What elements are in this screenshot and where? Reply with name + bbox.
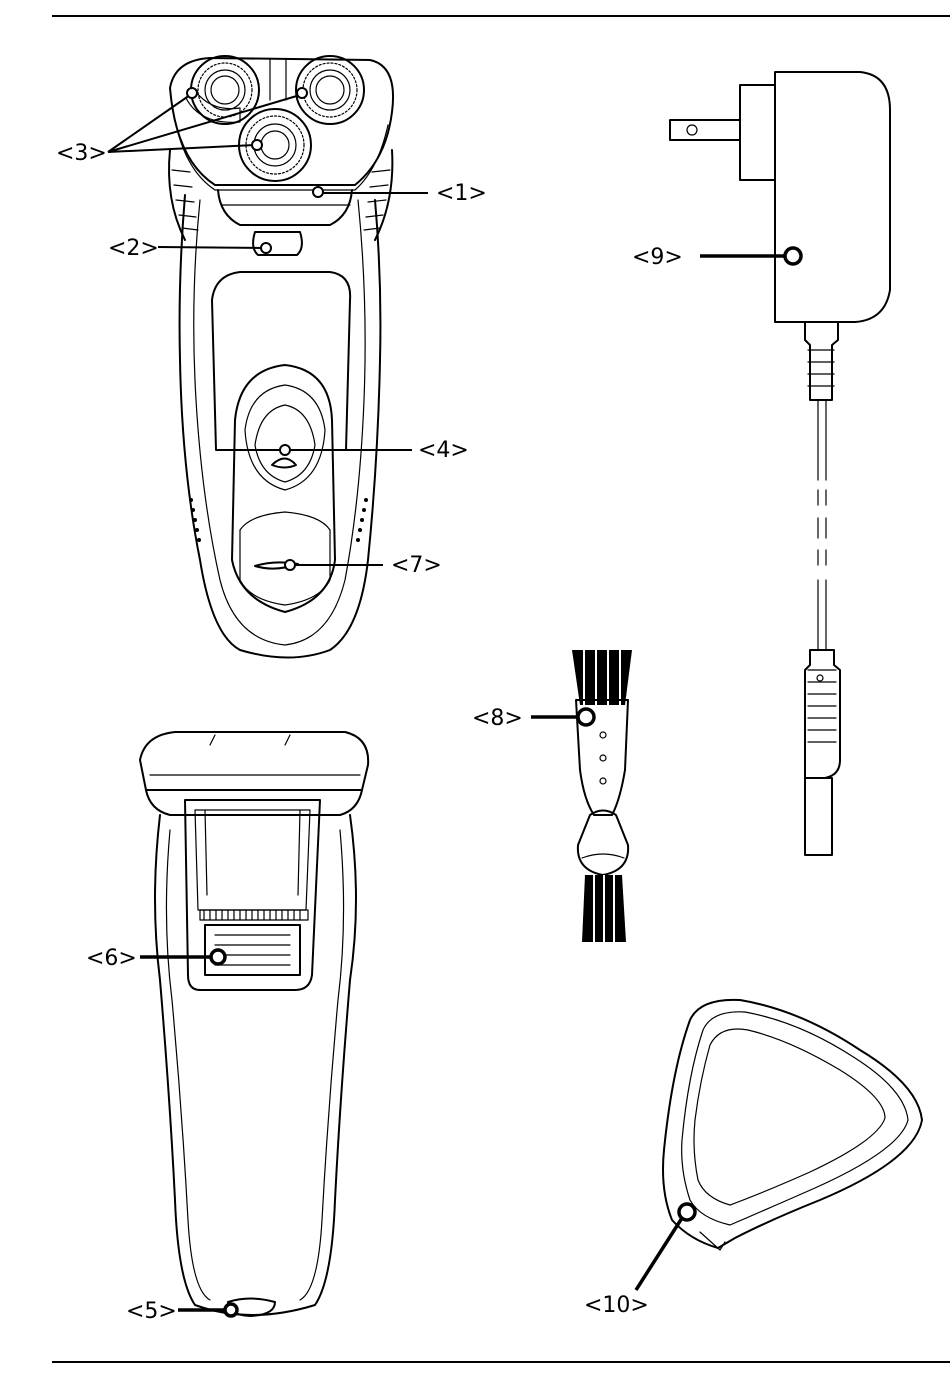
power-adapter [670,72,890,855]
label-1: <1> [436,181,487,206]
shaver-front-view [169,56,393,658]
label-6: <6> [86,946,137,971]
label-4: <4> [418,438,469,463]
cleaning-brush [572,650,632,942]
label-5: <5> [126,1299,177,1324]
cutter-left [191,56,259,124]
callout-leaders [108,88,801,1316]
protective-cap [663,1000,922,1250]
label-7: <7> [391,553,442,578]
label-3: <3> [56,141,107,166]
label-10: <10> [584,1293,649,1318]
label-9: <9> [632,245,683,270]
side-ridges [189,498,368,542]
label-8: <8> [472,706,523,731]
shaver-back-view [140,732,368,1316]
label-2: <2> [108,236,159,261]
